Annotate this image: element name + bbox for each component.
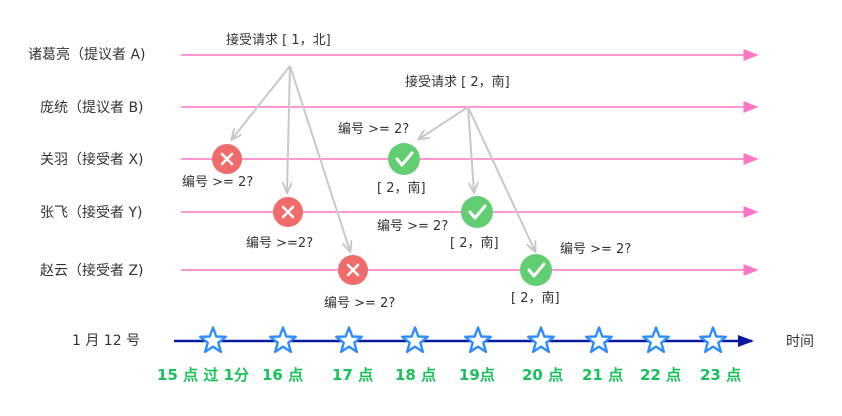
hour-label: 22 点 (640, 366, 681, 384)
hour-label: 17 点 (332, 366, 373, 384)
hour-label: 20 点 (522, 366, 563, 384)
message-arrow-1-to-y (287, 65, 290, 192)
role-label-a: 诸葛亮（提议者 A) (28, 46, 146, 63)
request-label-1: 接受请求 [ 1，北] (226, 32, 331, 48)
time-axis-label: 时间 (786, 334, 814, 350)
hour-label: 23 点 (700, 366, 741, 384)
role-label-b: 庞统（提议者 B) (40, 100, 144, 116)
role-label-y: 张飞（接受者 Y) (40, 204, 142, 221)
note-z-accept: 编号 >= 2? (560, 242, 631, 257)
note-x-reject: 编号 >= 2? (182, 175, 253, 190)
hour-label: 19点 (459, 366, 495, 384)
star-icon (335, 326, 363, 354)
star-icon (464, 326, 492, 354)
result-x: [ 2，南] (377, 180, 426, 196)
role-label-z: 赵云（接受者 Z) (40, 262, 144, 279)
result-z: [ 2，南] (511, 290, 560, 306)
role-label-x: 关羽（接受者 X) (40, 151, 144, 168)
hour-label: 18 点 (395, 366, 436, 384)
message-arrow-2-to-y (467, 106, 474, 192)
message-arrow-2-to-x (419, 106, 469, 139)
star-icon (699, 326, 727, 354)
star-icon (527, 326, 555, 354)
note-y-accept: 编号 >= 2? (377, 219, 448, 234)
date-label: 1 月 12 号 (72, 333, 140, 349)
note-z-reject: 编号 >= 2? (324, 296, 395, 311)
check-circle-icon (388, 143, 420, 175)
star-icon (401, 326, 429, 354)
check-circle-icon (461, 196, 493, 228)
star-icon (642, 326, 670, 354)
note-x-accept: 编号 >= 2? (338, 122, 409, 137)
request-label-2: 接受请求 [ 2，南] (405, 74, 510, 90)
x-circle-icon (273, 197, 303, 227)
check-circle-icon (520, 254, 552, 286)
hour-label: 15 点 过 1分 (157, 366, 249, 384)
hour-label: 16 点 (262, 366, 303, 384)
message-arrow-2-to-z (467, 106, 535, 251)
result-y: [ 2，南] (450, 235, 499, 251)
note-y-reject: 编号 >=2? (246, 236, 313, 251)
message-arrow-1-to-z (289, 65, 350, 251)
star-icon (198, 326, 228, 354)
x-circle-icon (338, 255, 368, 285)
hour-label: 21 点 (582, 366, 623, 384)
message-arrow-1-to-x (232, 65, 291, 139)
x-circle-icon (212, 144, 242, 174)
star-icon (269, 326, 297, 354)
star-icon (585, 326, 613, 354)
